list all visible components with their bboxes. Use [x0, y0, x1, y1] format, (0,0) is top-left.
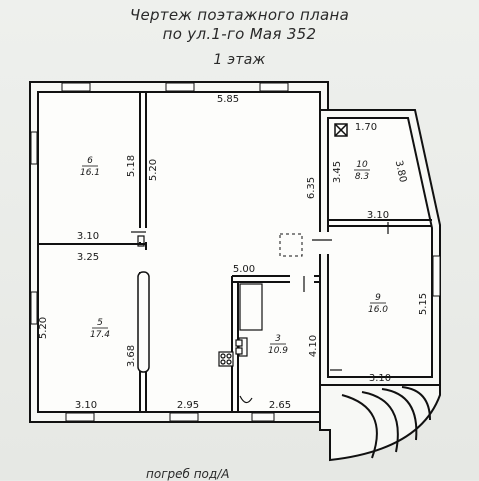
burner-4 [226, 359, 232, 365]
window-left-1 [30, 131, 38, 165]
door-opening-6 [137, 228, 149, 242]
dim-porch-top: 3.10 [369, 373, 391, 384]
dim-inner-368: 3.68 [126, 345, 137, 367]
room-3-number: 3 [275, 334, 281, 344]
room-9-number: 9 [375, 293, 381, 303]
kitchen-counter [239, 283, 263, 331]
room-5-area: 17.4 [90, 330, 110, 340]
door-opening-9 [316, 232, 332, 254]
dim-room6-right: 5.18 [126, 155, 137, 177]
tap-2 [235, 347, 243, 355]
room-label-9: 9 16.0 [368, 293, 388, 315]
window-bottom-3 [251, 412, 275, 422]
stove-top [218, 351, 234, 367]
annex-inner-wall [327, 117, 433, 378]
burner-3 [220, 359, 226, 365]
floor-hatch [279, 233, 303, 257]
room-10-area: 8.3 [355, 172, 370, 182]
dim-bottom-right: 2.65 [269, 400, 291, 411]
room-10-number: 10 [356, 160, 368, 170]
window-right-annex [432, 255, 441, 297]
dim-room10-left: 3.45 [332, 161, 343, 183]
burner-1 [220, 353, 226, 359]
footer-note: погреб под/А [146, 467, 230, 481]
window-left-2 [30, 291, 38, 325]
door-opening-3 [290, 274, 314, 284]
main-inner-wall [37, 91, 321, 413]
burner-2 [226, 353, 232, 359]
floor-label: 1 этаж [213, 52, 266, 68]
dim-bottom-left: 3.10 [75, 400, 97, 411]
room-5-number: 5 [97, 318, 103, 328]
pipe-curve [239, 395, 253, 404]
plan-title-line1: Чертеж поэтажного плана [129, 6, 350, 24]
dim-room5-left: 5.20 [38, 317, 49, 339]
room-6-number: 6 [87, 156, 93, 166]
dim-inner-520-top: 5.20 [148, 159, 159, 181]
dim-room9-right: 5.15 [418, 293, 429, 315]
window-top-3 [259, 82, 289, 92]
dim-room6-bottom: 3.10 [77, 231, 99, 242]
room-6-area: 16.1 [80, 168, 100, 178]
dim-room3-top: 5.00 [233, 264, 255, 275]
dim-main-right: 6.35 [306, 177, 317, 199]
room-label-6: 6 16.1 [80, 156, 100, 178]
sink [238, 337, 248, 357]
room-label-10: 10 8.3 [354, 160, 370, 182]
window-bottom-2 [169, 412, 199, 422]
room-3-area: 10.9 [268, 346, 288, 356]
door-jamb-6 [137, 235, 145, 247]
boiler-x2 [334, 123, 348, 137]
dim-room10-top: 1.70 [355, 122, 377, 133]
dim-room3-right: 4.10 [308, 335, 319, 357]
window-top-1 [61, 82, 91, 92]
tap-1 [235, 339, 243, 347]
porch-steps [319, 384, 441, 462]
room-9-area: 16.0 [368, 305, 388, 315]
dim-room9-top: 3.10 [367, 210, 389, 221]
window-bottom-1 [65, 412, 95, 422]
dim-bottom-mid: 2.95 [177, 400, 199, 411]
room-label-5: 5 17.4 [90, 318, 110, 340]
dim-room5-top: 3.25 [77, 252, 99, 263]
dim-top-main: 5.85 [217, 94, 239, 105]
stove-column [137, 271, 150, 373]
room-label-3: 3 10.9 [268, 334, 288, 356]
dim-room10-diag: 3.80 [393, 159, 408, 183]
plan-title-line2: по ул.1-го Мая 352 [162, 25, 317, 43]
window-top-2 [165, 82, 195, 92]
